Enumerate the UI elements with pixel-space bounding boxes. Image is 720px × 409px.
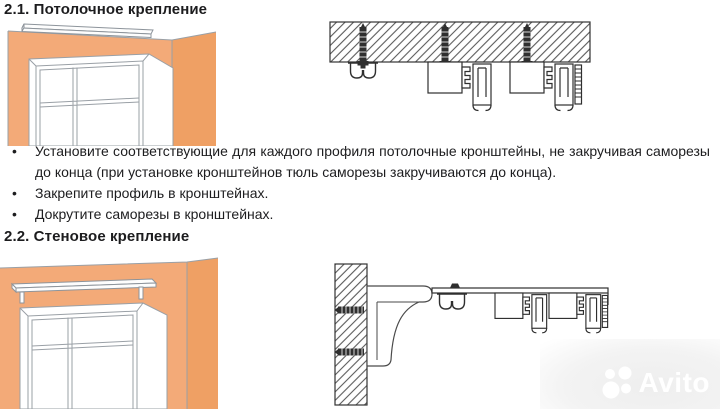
- window-recess: [28, 53, 174, 146]
- avito-dots-icon: [602, 366, 632, 399]
- rail-bracket-profile-velcro: [509, 61, 583, 112]
- section-heading-ceiling-mount: 2.1. Потолочное крепление: [4, 1, 208, 18]
- rail-support-arm: [431, 287, 609, 294]
- rail-bracket-profile: [427, 61, 492, 112]
- rail-bracket-left: [19, 291, 25, 304]
- rail-bracket-right: [138, 286, 144, 300]
- wall-corbel-bracket: [366, 285, 433, 367]
- clip-bracket-profile: [437, 293, 467, 310]
- avito-watermark: Avito: [601, 365, 710, 401]
- window-recess: [19, 302, 168, 409]
- bullet-item: Установите соответствующие для каждого п…: [4, 141, 710, 183]
- bullet-item: Докрутите саморезы в кронштейнах.: [4, 204, 710, 225]
- wall-rail-bar: [10, 278, 158, 304]
- watermark-text: Avito: [638, 367, 710, 398]
- ceiling-beam-hatched: [329, 21, 591, 63]
- wall-mount-room-illustration: [0, 257, 218, 409]
- bullet-item: Закрепите профиль в кронштейнах.: [4, 183, 710, 204]
- rail-bracket-profile-velcro: [548, 292, 609, 334]
- rail-bracket-profile: [494, 292, 548, 334]
- clip-bracket-profile: [348, 62, 378, 79]
- ceiling-mount-section-diagram: [329, 21, 591, 112]
- arm-screw-head: [450, 283, 460, 288]
- wall-mount-section-diagram: [334, 263, 609, 406]
- instruction-bullet-list: Установите соответствующие для каждого п…: [4, 141, 710, 225]
- ceiling-mount-room-illustration: [7, 23, 216, 146]
- section-heading-wall-mount: 2.2. Стеновое крепление: [4, 228, 190, 245]
- wall-hatched: [334, 263, 368, 406]
- ceiling-rail-bar: [21, 23, 154, 39]
